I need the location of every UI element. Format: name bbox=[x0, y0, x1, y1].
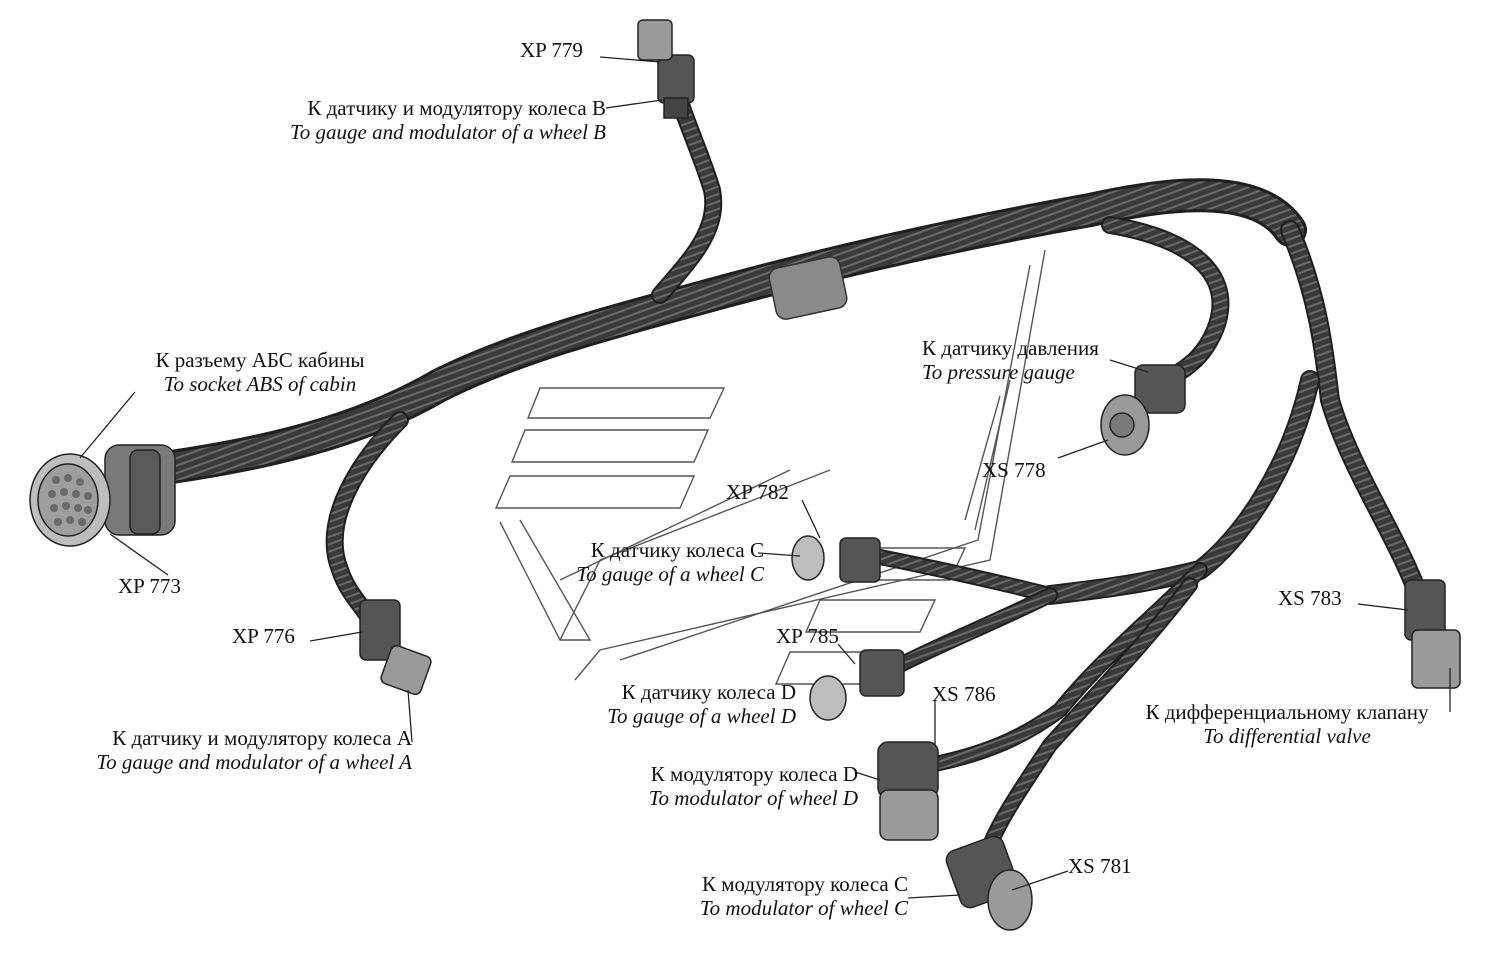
label-pressure: К датчику давления To pressure gauge bbox=[922, 336, 1099, 384]
designator-xp782: XP 782 bbox=[726, 480, 789, 504]
designator-xp776: XP 776 bbox=[232, 624, 295, 648]
label-gauge-d-en: To gauge of a wheel D bbox=[607, 704, 796, 728]
connector-xs778 bbox=[1100, 364, 1186, 456]
label-wheel-b-en: To gauge and modulator of a wheel B bbox=[290, 120, 606, 144]
label-pressure-ru: К датчику давления bbox=[922, 336, 1099, 360]
connector-xs786 bbox=[877, 741, 939, 841]
connector-xp773 bbox=[29, 444, 176, 547]
label-abs-cabin: К разъему АБС кабины To socket ABS of ca… bbox=[120, 348, 400, 396]
connector-xp785 bbox=[809, 649, 905, 721]
label-gauge-c-ru: К датчику колеса С bbox=[590, 538, 764, 562]
label-wheel-a-ru: К датчику и модулятору колеса А bbox=[112, 726, 412, 750]
label-gauge-c: К датчику колеса С To gauge of a wheel C bbox=[576, 538, 764, 586]
label-diff: К дифференциальному клапану To different… bbox=[1112, 700, 1462, 748]
label-mod-c: К модулятору колеса С To modulator of wh… bbox=[700, 872, 908, 920]
label-mod-d-ru: К модулятору колеса D bbox=[650, 762, 858, 786]
label-mod-c-ru: К модулятору колеса С bbox=[701, 872, 908, 896]
connector-xs783 bbox=[1404, 579, 1461, 689]
designator-xs786: XS 786 bbox=[932, 682, 996, 706]
connector-xp779 bbox=[637, 19, 695, 119]
designator-xp773: XP 773 bbox=[118, 574, 181, 598]
designator-xs781: XS 781 bbox=[1068, 854, 1132, 878]
designator-xs778: XS 778 bbox=[982, 458, 1046, 482]
designator-xs783: XS 783 bbox=[1278, 586, 1342, 610]
label-mod-c-en: To modulator of wheel C bbox=[699, 896, 908, 920]
label-pressure-en: To pressure gauge bbox=[922, 360, 1075, 384]
label-gauge-d-ru: К датчику колеса D bbox=[621, 680, 796, 704]
label-abs-cabin-ru: К разъему АБС кабины bbox=[155, 348, 365, 372]
label-mod-d-en: To modulator of wheel D bbox=[648, 786, 858, 810]
label-abs-cabin-en: To socket ABS of cabin bbox=[163, 372, 357, 396]
label-wheel-b: К датчику и модулятору колеса В To gauge… bbox=[290, 96, 606, 144]
label-gauge-d: К датчику колеса D To gauge of a wheel D bbox=[607, 680, 796, 728]
designator-xp779: XP 779 bbox=[520, 38, 583, 62]
label-gauge-c-en: To gauge of a wheel C bbox=[576, 562, 764, 586]
leader-lines bbox=[79, 56, 1451, 899]
designator-xp785: XP 785 bbox=[776, 624, 839, 648]
harness-icon bbox=[133, 76, 1430, 853]
label-wheel-b-ru: К датчику и модулятору колеса В bbox=[307, 96, 606, 120]
sleeve bbox=[768, 256, 848, 320]
label-wheel-a-en: To gauge and modulator of a wheel A bbox=[96, 750, 412, 774]
connector-icon bbox=[29, 19, 1461, 931]
label-diff-en: To differential valve bbox=[1203, 724, 1371, 748]
connector-xs781 bbox=[945, 835, 1033, 931]
connector-xp782 bbox=[791, 535, 881, 583]
connector-xp776 bbox=[359, 599, 432, 696]
label-wheel-a: К датчику и модулятору колеса А To gauge… bbox=[96, 726, 412, 774]
label-diff-ru: К дифференциальному клапану bbox=[1145, 700, 1429, 724]
label-mod-d: К модулятору колеса D To modulator of wh… bbox=[649, 762, 858, 810]
